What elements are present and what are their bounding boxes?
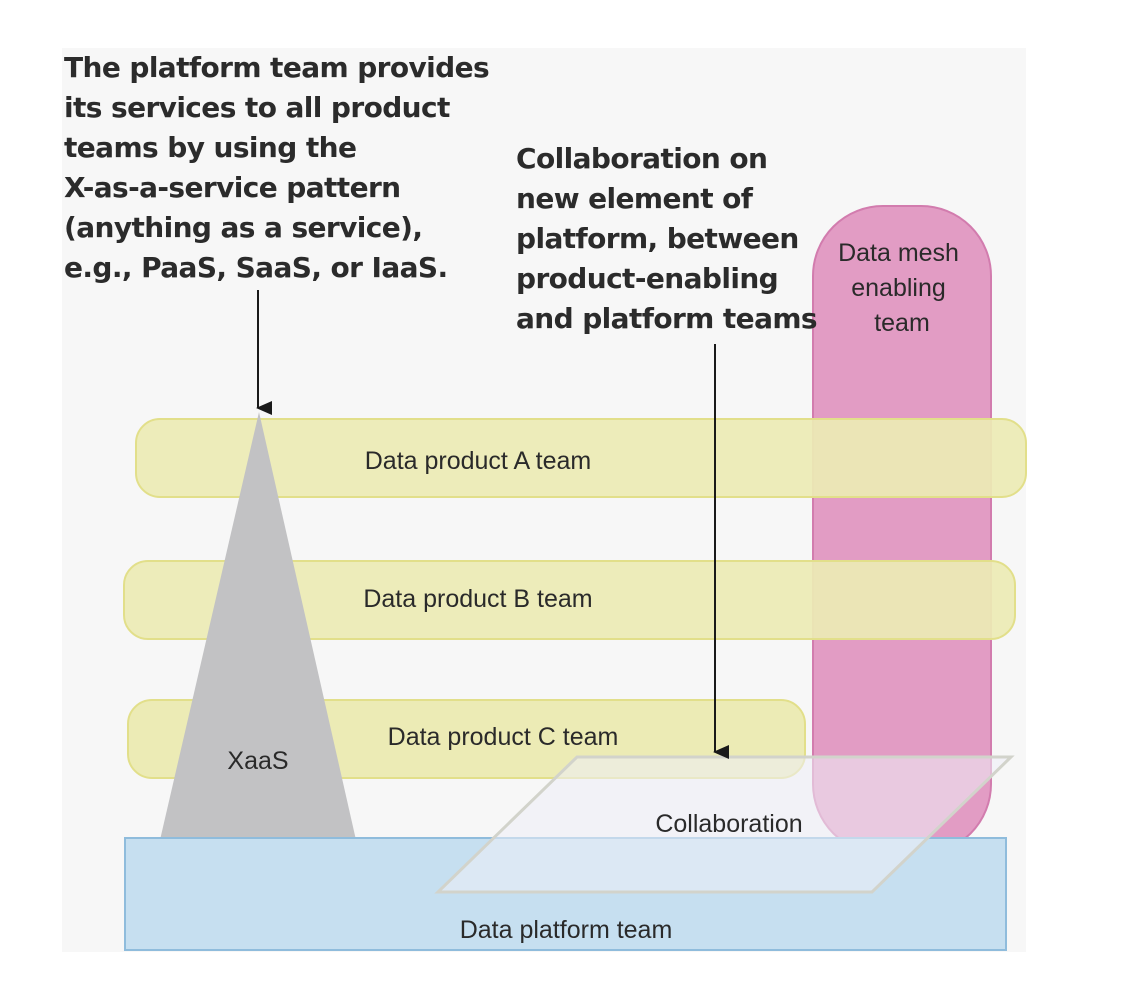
collaboration-label: Collaboration (655, 810, 802, 838)
xaas-triangle (160, 412, 356, 840)
collaboration-plane (434, 755, 1015, 894)
enabling-team-label: Data mesh enabling team (838, 239, 966, 337)
collaboration-callout-line: and platform teams (516, 302, 818, 335)
platform-callout: The platform team provides its services … (64, 48, 490, 288)
collaboration-callout-line: platform, between (516, 222, 799, 255)
product-c-label: Data product C team (388, 723, 619, 751)
collaboration-callout-line: new element of (516, 182, 753, 215)
platform-team-label: Data platform team (460, 916, 673, 944)
xaas-label: XaaS (227, 747, 288, 775)
collaboration-callout-line: Collaboration on (516, 142, 768, 175)
product-a-band (135, 418, 1027, 498)
platform-callout-line: e.g., PaaS, SaaS, or IaaS. (64, 251, 448, 284)
platform-callout-line: (anything as a service), (64, 211, 423, 244)
product-b-label: Data product B team (363, 585, 592, 613)
platform-callout-line: The platform team provides (64, 51, 490, 84)
platform-callout-line: X-as-a-service pattern (64, 171, 401, 204)
collaboration-callout: Collaboration on new element of platform… (516, 139, 818, 339)
product-b-band (123, 560, 1016, 640)
platform-callout-line: its services to all product (64, 91, 450, 124)
platform-callout-line: teams by using the (64, 131, 357, 164)
collaboration-callout-line: product-enabling (516, 262, 779, 295)
product-a-label: Data product A team (365, 447, 592, 475)
